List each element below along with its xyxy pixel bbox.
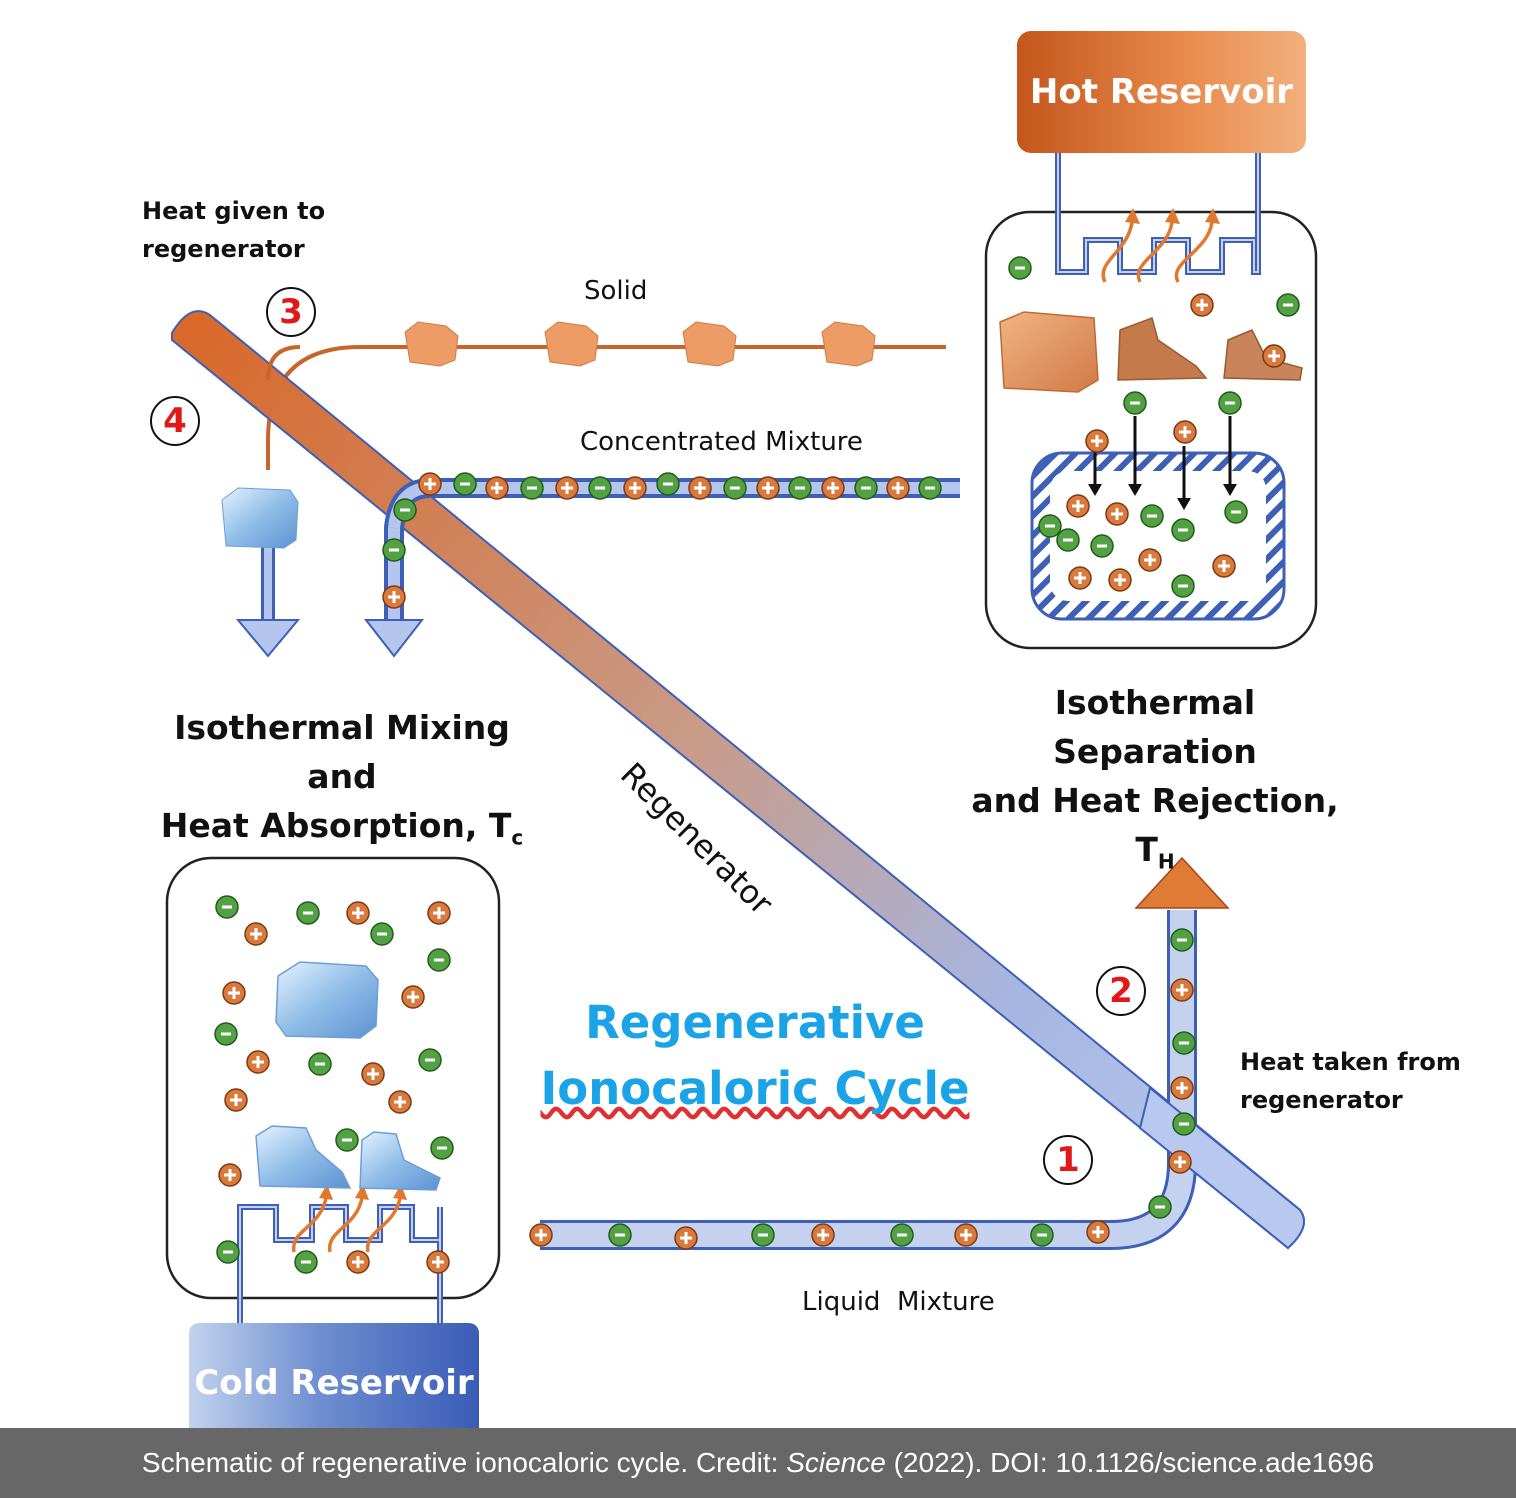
mixing-line1: Isothermal Mixing and xyxy=(174,708,510,796)
heat-given-line2: regenerator xyxy=(142,235,305,263)
solid-particles xyxy=(404,321,876,367)
hot-reservoir: Hot Reservoir xyxy=(1017,31,1306,153)
step-2-marker: 2 xyxy=(1096,966,1146,1016)
step-4-marker: 4 xyxy=(150,396,200,446)
liquid-mixture-label: Liquid Mixture xyxy=(802,1287,995,1317)
ice-cube-small xyxy=(221,487,299,549)
image-caption: Schematic of regenerative ionocaloric cy… xyxy=(0,1428,1516,1498)
heat-taken-arrow xyxy=(1134,856,1230,909)
heat-taken-line2: regenerator xyxy=(1240,1086,1403,1114)
ice-cube-large xyxy=(275,961,379,1039)
step-3-marker: 3 xyxy=(266,287,316,337)
caption-post: (2022). DOI: 10.1126/science.ade1696 xyxy=(885,1447,1375,1478)
concentrated-mixture-label: Concentrated Mixture xyxy=(580,427,863,457)
title-line2: Ionocaloric Cycle xyxy=(540,1062,970,1115)
hot-reservoir-label: Hot Reservoir xyxy=(1029,72,1294,112)
cold-reservoir: Cold Reservoir xyxy=(189,1323,479,1443)
heat-given-label: Heat given to regenerator xyxy=(142,192,325,268)
heat-rejection-arrows xyxy=(1101,221,1214,283)
cycle-title: Regenerative Ionocaloric Cycle xyxy=(540,990,970,1122)
separation-line1: Isothermal Separation xyxy=(1053,683,1257,771)
step-1-marker: 1 xyxy=(1043,1135,1093,1185)
solid-label: Solid xyxy=(584,276,648,306)
mixing-subscript: c xyxy=(511,825,524,850)
separation-subscript: H xyxy=(1157,849,1175,874)
solid-line xyxy=(266,345,946,470)
title-line1: Regenerative xyxy=(585,996,925,1049)
ice-melting-right xyxy=(359,1131,441,1191)
caption-pre: Schematic of regenerative ionocaloric cy… xyxy=(141,1447,787,1478)
mixing-line2: Heat Absorption, T xyxy=(160,806,512,845)
cold-reservoir-label: Cold Reservoir xyxy=(194,1363,474,1403)
mixing-chamber xyxy=(165,856,501,1300)
mixing-stage-label: Isothermal Mixing and Heat Absorption, T… xyxy=(142,703,542,863)
heat-absorption-arrows xyxy=(292,1197,402,1253)
heat-taken-line1: Heat taken from xyxy=(1240,1048,1461,1076)
separation-line2: and Heat Rejection, T xyxy=(971,781,1339,869)
mixing-input-arrows xyxy=(235,540,425,658)
solid-crystal-large xyxy=(999,311,1099,393)
heat-given-line1: Heat given to xyxy=(142,197,326,225)
separation-stage-label: Isothermal Separation and Heat Rejection… xyxy=(955,678,1355,887)
heat-taken-label: Heat taken from regenerator xyxy=(1240,1043,1461,1119)
separation-arrows xyxy=(1093,416,1232,500)
caption-journal: Science xyxy=(786,1447,886,1478)
ice-melting-left xyxy=(255,1125,352,1189)
solid-crystal-medium xyxy=(1117,317,1208,381)
